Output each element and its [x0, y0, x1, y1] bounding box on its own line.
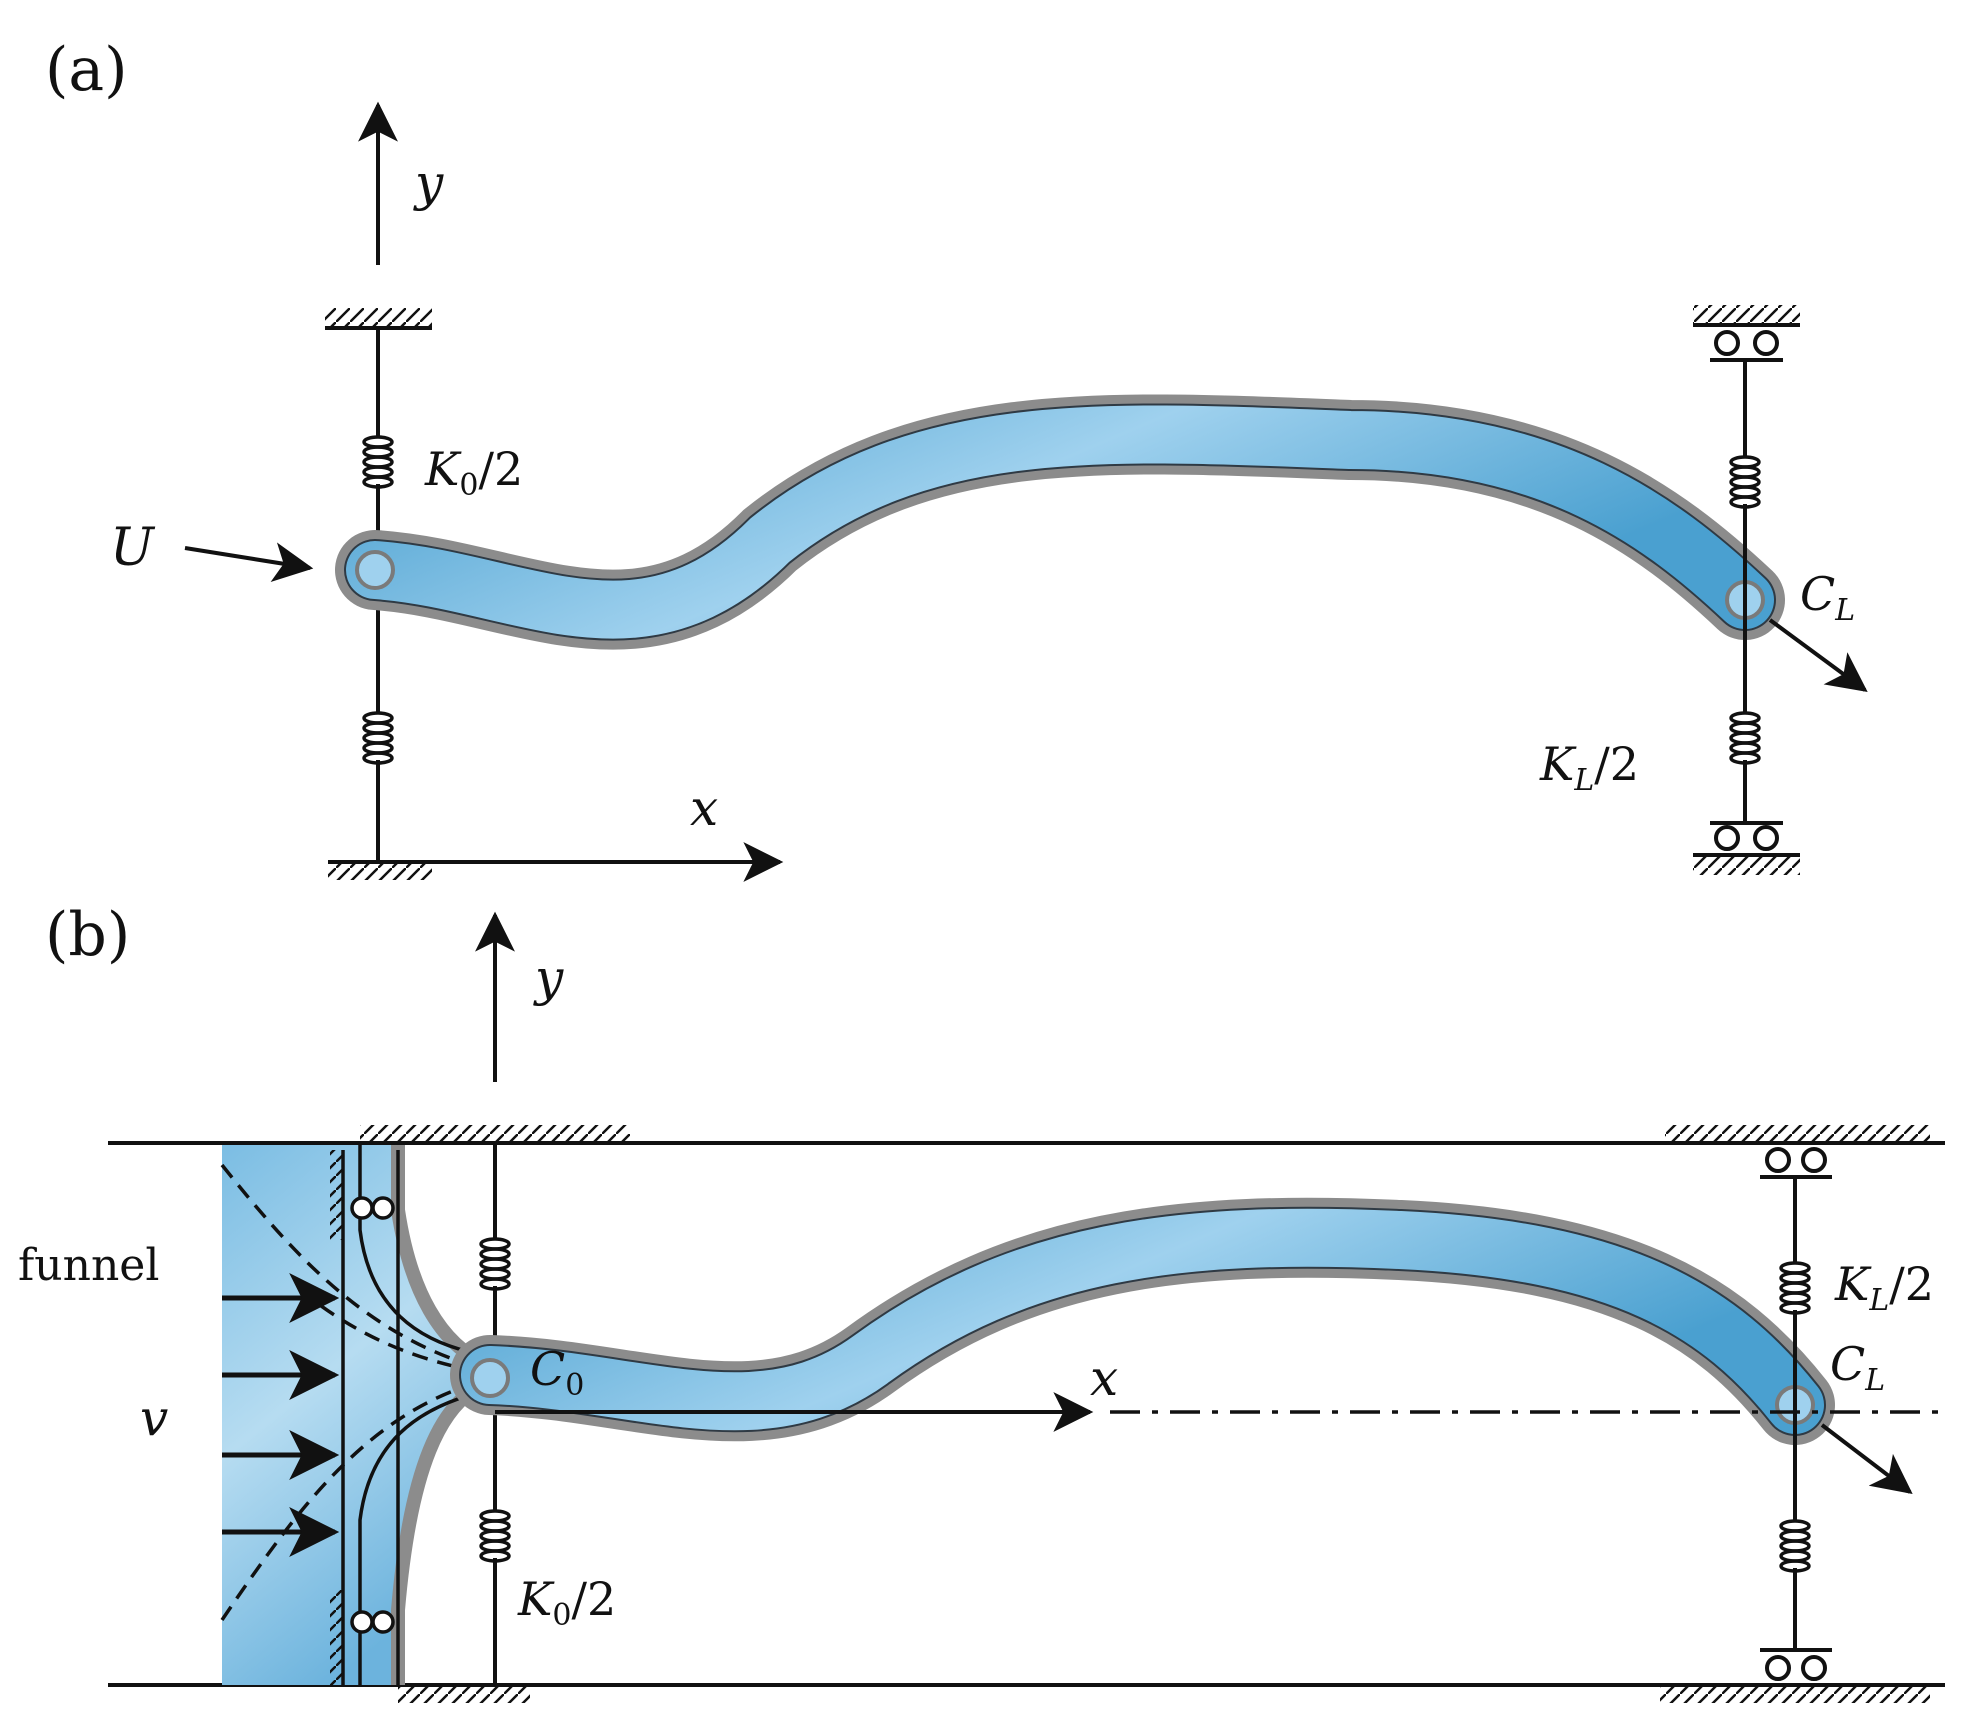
funnel-label: funnel — [18, 1240, 159, 1291]
roller-icon — [350, 1196, 395, 1634]
ground-hatch-icon — [325, 308, 432, 330]
ground-hatch-icon — [1660, 1685, 1930, 1703]
spring-icon — [1729, 711, 1761, 765]
x-axis-label: x — [690, 779, 718, 837]
pin-joint-icon — [355, 550, 395, 590]
pipe-b — [450, 1197, 1835, 1445]
spring-icon — [362, 711, 394, 765]
panel-b-label: (b) — [45, 900, 130, 970]
panel-b: (b) y — [18, 900, 1945, 1703]
funnel-fluid-region — [222, 1145, 490, 1685]
spring-icon — [1729, 455, 1761, 509]
spring-icon — [479, 1237, 511, 1291]
spring-left-label-a: K0/2 — [424, 442, 523, 503]
spring-icon — [362, 435, 394, 489]
funnel-streamline — [358, 1145, 471, 1354]
spring-right-label-b: KL/2 — [1834, 1257, 1934, 1318]
funnel-streamline — [358, 1393, 471, 1685]
spring-left-label-b: K0/2 — [517, 1572, 616, 1633]
roller-icon — [1760, 1648, 1832, 1681]
roller-icon — [1710, 330, 1783, 362]
flow-label-u: U — [110, 518, 156, 578]
ground-hatch-icon — [328, 860, 432, 880]
x-axis-label-b: x — [1090, 1349, 1118, 1407]
ground-hatch-icon — [360, 1125, 630, 1143]
force-arrow-icon — [1768, 618, 1868, 692]
ground-hatch-icon — [330, 1590, 343, 1685]
roller-icon — [1760, 1147, 1832, 1179]
force-arrow-icon — [1820, 1423, 1913, 1495]
ground-hatch-icon — [1665, 1125, 1930, 1143]
force-label-cl-a: CL — [1800, 567, 1855, 628]
ground-hatch-icon — [330, 1150, 343, 1240]
pin-joint-icon — [470, 1358, 510, 1398]
flow-label-v: v — [140, 1389, 168, 1447]
flow-arrow-icon — [184, 542, 314, 582]
flow-arrows — [222, 1273, 340, 1557]
y-axis-label-b: y — [533, 949, 564, 1007]
panel-a-label: (a) — [45, 35, 128, 105]
spring-icon — [1779, 1519, 1811, 1573]
spring-right-label-a: KL/2 — [1539, 737, 1639, 798]
panel-a: (a) y K0/2 — [45, 35, 1868, 882]
spring-icon — [479, 1509, 511, 1563]
ground-hatch-icon — [398, 1685, 530, 1703]
pipe-a — [335, 394, 1785, 650]
roller-icon — [1710, 821, 1783, 851]
ground-hatch-icon — [1693, 305, 1800, 327]
spring-icon — [1779, 1261, 1811, 1315]
dashed-streamline — [298, 1288, 471, 1372]
y-axis-label: y — [413, 154, 444, 212]
c0-label: C0 — [530, 1342, 584, 1403]
cl-label-b: CL — [1830, 1337, 1885, 1398]
ground-hatch-icon — [1693, 853, 1800, 875]
